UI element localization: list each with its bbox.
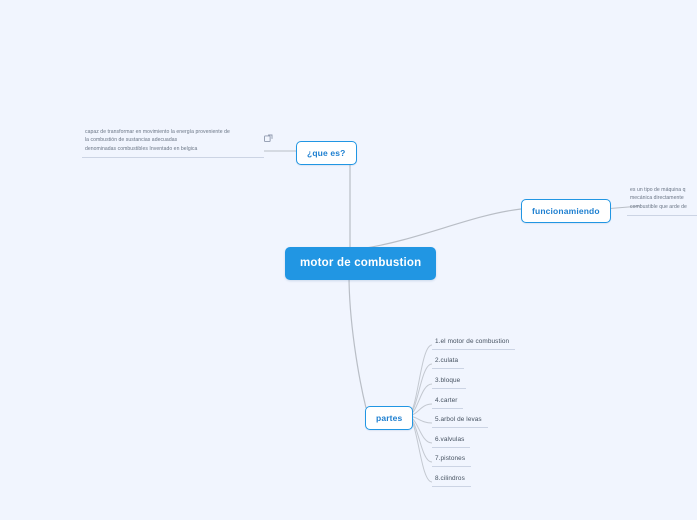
- node-partes-child-5-label: 5.arbol de levas: [435, 416, 482, 423]
- node-partes-child-1[interactable]: 1.el motor de combustion: [432, 336, 516, 350]
- note-que-es-line-3: denominadas combustibles Inventado en be…: [85, 145, 198, 152]
- node-root-motor-de-combustion[interactable]: motor de combustion: [285, 247, 437, 280]
- node-partes-child-2-label: 2.culata: [435, 357, 459, 364]
- node-partes-child-6[interactable]: 6.valvulas: [432, 434, 471, 448]
- note-que-es[interactable]: capaz de transformar en movimiento la en…: [82, 125, 264, 158]
- node-partes-label: partes: [376, 413, 403, 423]
- node-que-es-label: ¿que es?: [307, 148, 346, 158]
- node-funcionamiendo[interactable]: funcionamiendo: [521, 199, 611, 223]
- note-funcionamiendo-line-3: combustible que arde de: [630, 203, 687, 210]
- node-partes-child-3-label: 3.bloque: [435, 377, 461, 384]
- node-partes-child-7[interactable]: 7.pistones: [432, 453, 472, 467]
- note-que-es-line-1: capaz de transformar en movimiento la en…: [85, 129, 230, 135]
- node-partes-child-5[interactable]: 5.arbol de levas: [432, 414, 488, 428]
- edge-partes-child-1: [406, 344, 433, 417]
- external-link-icon[interactable]: [264, 134, 273, 143]
- node-partes-child-4[interactable]: 4.carter: [432, 395, 464, 409]
- node-partes[interactable]: partes: [365, 406, 414, 430]
- node-que-es[interactable]: ¿que es?: [296, 141, 357, 165]
- edge-root-to-funcionamiendo: [359, 208, 522, 250]
- node-partes-child-1-label: 1.el motor de combustion: [435, 338, 510, 345]
- note-funcionamiendo-line-1: es un tipo de máquina q: [630, 187, 686, 193]
- node-partes-child-8-label: 8.cilindros: [435, 475, 465, 482]
- note-funcionamiendo-line-2: mecánica directamente: [630, 195, 684, 202]
- note-funcionamiendo[interactable]: es un tipo de máquina q mecánica directa…: [627, 183, 697, 216]
- node-partes-child-2[interactable]: 2.culata: [432, 355, 465, 369]
- note-que-es-line-2: la combustión de sustancias adecuadas: [85, 137, 178, 144]
- node-partes-child-7-label: 7.pistones: [435, 455, 466, 462]
- node-partes-child-6-label: 6.valvulas: [435, 436, 465, 443]
- node-funcionamiendo-label: funcionamiendo: [532, 206, 600, 216]
- node-root-label: motor de combustion: [300, 257, 422, 269]
- edge-root-to-partes: [348, 274, 367, 409]
- node-partes-child-4-label: 4.carter: [435, 397, 458, 404]
- node-partes-child-8[interactable]: 8.cilindros: [432, 473, 471, 487]
- node-partes-child-3[interactable]: 3.bloque: [432, 375, 467, 389]
